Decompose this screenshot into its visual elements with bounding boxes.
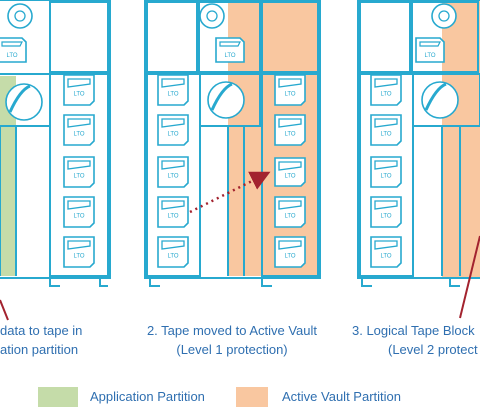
svg-text:LTO: LTO [284, 132, 295, 138]
lto-cartridge: LTO [370, 236, 402, 268]
tape-move-arrow [189, 171, 271, 214]
robot-gripper-icon [199, 3, 225, 29]
tape-reel-icon [5, 83, 43, 121]
tape-drive [412, 73, 480, 127]
lto-cartridge: LTO [274, 196, 306, 228]
svg-text:LTO: LTO [73, 214, 84, 220]
lto-cartridge: LTO [370, 114, 402, 146]
lto-cartridge: LTO [157, 74, 189, 106]
lto-cartridge: LTO [63, 236, 95, 268]
legend-swatch-application [38, 387, 78, 407]
step-3-caption-line-2: (Level 2 protect [388, 342, 478, 357]
cartridge-column [49, 73, 109, 277]
robot-gripper-icon [7, 3, 33, 29]
legend-label-active-vault: Active Vault Partition [282, 389, 401, 404]
svg-text:LTO: LTO [380, 254, 391, 260]
step-2-caption-line-1: 2. Tape moved to Active Vault [146, 323, 318, 338]
tape-reel-icon [421, 81, 459, 119]
svg-text:LTO: LTO [224, 53, 235, 59]
lto-cartridge: LTO [274, 157, 306, 187]
svg-text:LTO: LTO [380, 132, 391, 138]
tape-drive [199, 73, 261, 127]
svg-text:LTO: LTO [6, 53, 17, 59]
svg-text:LTO: LTO [73, 132, 84, 138]
lto-cartridge: LTO [415, 37, 445, 63]
step-1-caption-line-2: ation partition [0, 342, 79, 357]
lto-cartridge: LTO [157, 114, 189, 146]
legend-label-application: Application Partition [90, 389, 205, 404]
cartridge-column [146, 73, 201, 277]
lto-cartridge: LTO [63, 74, 95, 106]
svg-text:LTO: LTO [424, 53, 435, 59]
lto-cartridge: LTO [370, 156, 402, 188]
lto-cartridge: LTO [157, 196, 189, 228]
library-panel-3 [357, 0, 480, 319]
svg-text:LTO: LTO [167, 254, 178, 260]
lto-cartridge: LTO [0, 37, 27, 63]
step-1-caption-line-1: data to tape in [0, 323, 83, 338]
svg-text:LTO: LTO [284, 174, 295, 180]
tape-reel-icon [207, 81, 245, 119]
lto-cartridge: LTO [370, 196, 402, 228]
svg-text:LTO: LTO [167, 92, 178, 98]
lto-cartridge: LTO [274, 114, 306, 146]
svg-text:LTO: LTO [167, 132, 178, 138]
pointer-line [0, 299, 9, 321]
svg-text:LTO: LTO [284, 254, 295, 260]
cartridge-column [359, 73, 414, 277]
svg-text:LTO: LTO [167, 214, 178, 220]
lto-cartridge: LTO [157, 236, 189, 268]
library-panel-1 [0, 0, 111, 287]
svg-text:LTO: LTO [73, 174, 84, 180]
svg-text:LTO: LTO [380, 214, 391, 220]
svg-text:LTO: LTO [167, 174, 178, 180]
lto-cartridge: LTO [370, 74, 402, 106]
svg-text:LTO: LTO [73, 92, 84, 98]
lto-cartridge: LTO [215, 37, 245, 63]
svg-text:LTO: LTO [380, 92, 391, 98]
svg-text:LTO: LTO [284, 92, 295, 98]
lto-cartridge: LTO [274, 74, 306, 106]
svg-text:LTO: LTO [73, 254, 84, 260]
legend-swatch-active-vault [236, 387, 268, 407]
lto-cartridge: LTO [274, 236, 306, 268]
robot-gripper-icon [431, 3, 457, 29]
lto-cartridge: LTO [63, 156, 95, 188]
svg-text:LTO: LTO [380, 174, 391, 180]
lto-cartridge: LTO [157, 156, 189, 188]
pointer-line [459, 235, 480, 319]
step-2-caption-line-2: (Level 1 protection) [176, 342, 288, 357]
lto-cartridge: LTO [63, 196, 95, 228]
lto-cartridge: LTO [63, 114, 95, 146]
step-3-caption-line-1: 3. Logical Tape Block [352, 323, 475, 338]
svg-text:LTO: LTO [284, 214, 295, 220]
